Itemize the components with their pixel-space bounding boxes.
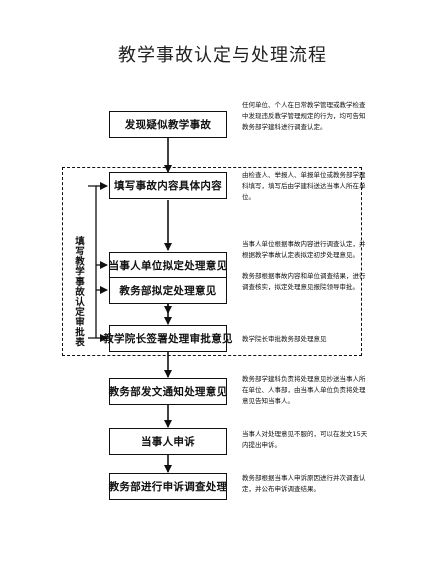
step-appeal: 当事人申诉	[109, 428, 227, 455]
step-fill-incident-content: 填写事故内容具体内容	[109, 172, 227, 199]
step-dean-approval: 教学院长签署处理审批意见	[103, 325, 233, 352]
bracket-line	[88, 185, 97, 339]
step-appeal-investigation: 教务部进行申诉调查处理	[109, 473, 227, 500]
step-unit-draft-opinion: 当事人单位拟定处理意见	[109, 252, 227, 279]
step-discover-incident: 发现疑似教学事故	[109, 111, 227, 138]
approval-form-region	[62, 167, 362, 356]
step-issue-notice: 教务部发文通知处理意见	[109, 378, 227, 405]
note-fill-incident-content: 由检查人、举报人、单报单位或教务部学建科填写，填写后由学建科送达当事人所在单位。	[242, 171, 366, 201]
note-academic-affairs-draft: 教务部根据事故内容和单位调查结果，进行调查核实，拟定处理意见报院领导审批。	[242, 272, 366, 291]
note-discover-incident: 任何单位、个人在日常教学管理或教学检查中发现违反教学管理规定的行为，均可告知教务…	[242, 101, 366, 131]
note-unit-draft-opinion: 当事人单位根据事故内容进行调查认定，并根据教学事故认定表拟定初步处理意见。	[242, 240, 366, 259]
note-dean-approval: 教学院长审批教务部处理意见	[242, 335, 327, 343]
approval-form-label: 填写教学事故认定审批表	[73, 236, 84, 348]
note-appeal-investigation: 教务部根据当事人申诉原因进行并次调查认定，并公布申诉调查结果。	[242, 474, 366, 493]
note-issue-notice: 教务部学建科负责将处理意见抄送当事人所在单位、人事部，由当事人单位负责将处理意见…	[242, 375, 366, 405]
note-appeal: 当事人对处理意见不服的，可以在发文15天内提出申诉。	[242, 430, 368, 449]
step-academic-affairs-draft: 教务部拟定处理意见	[109, 277, 227, 304]
page-title: 教学事故认定与处理流程	[118, 45, 327, 66]
